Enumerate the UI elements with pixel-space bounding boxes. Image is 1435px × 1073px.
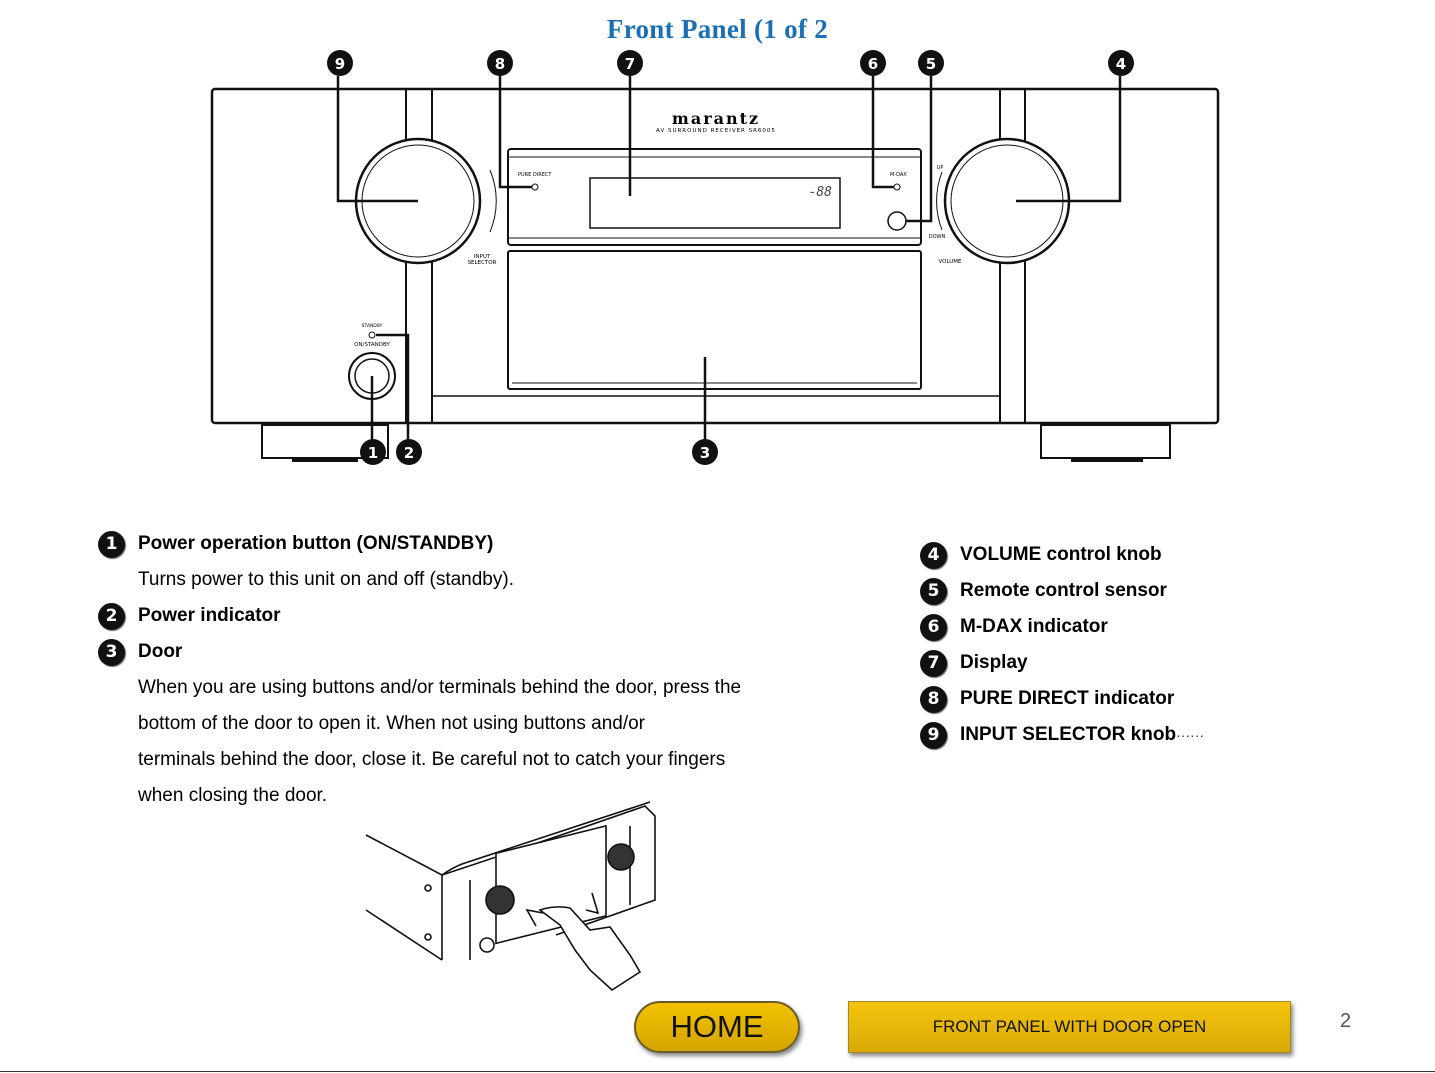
svg-text:3: 3	[700, 444, 710, 462]
right-foot	[1040, 424, 1171, 459]
legend-label: Door	[138, 641, 183, 662]
legend-label: M-DAX indicator	[960, 616, 1108, 637]
svg-text:1: 1	[368, 444, 378, 462]
svg-text:M-DAX: M-DAX	[890, 172, 907, 178]
svg-text:2: 2	[404, 444, 414, 462]
model-line: AV SURROUND RECEIVER SR6005	[656, 128, 776, 134]
svg-text:7: 7	[625, 55, 635, 73]
brand-logo: marantz	[672, 109, 760, 128]
callout-1: 1	[360, 439, 386, 465]
legend-desc: when closing the door.	[138, 785, 328, 806]
legend-item-5: 5 Remote control sensor	[920, 573, 1400, 609]
svg-text:VOLUME: VOLUME	[938, 259, 962, 265]
legend-item-4: 4 VOLUME control knob	[920, 537, 1400, 573]
legend-right: 4 VOLUME control knob 5 Remote control s…	[920, 537, 1400, 753]
svg-text:INPUT: INPUT	[474, 254, 491, 260]
legend-item-9: 9 INPUT SELECTOR knob······	[920, 717, 1400, 753]
badge-6: 6	[920, 613, 947, 641]
legend-item-1: 1 Power operation button (ON/STANDBY)	[98, 526, 818, 562]
mdax-led	[893, 183, 901, 191]
page-number: 2	[1340, 1010, 1352, 1032]
front-panel-diagram: marantz AV SURROUND RECEIVER SR6005 -88 …	[210, 50, 1220, 992]
page-title: Front Panel (1 of 2	[606, 14, 829, 44]
svg-text:UP: UP	[937, 165, 944, 171]
callout-8: 8	[487, 50, 513, 76]
legend-desc: terminals behind the door, close it. Be …	[138, 749, 726, 770]
svg-text:6: 6	[868, 55, 878, 73]
display-readout: -88	[809, 185, 833, 200]
legend-label: Remote control sensor	[960, 580, 1167, 601]
legend-desc: Turns power to this unit on and off (sta…	[138, 569, 514, 590]
legend-item-2: 2 Power indicator	[98, 598, 818, 634]
legend-label: Display	[960, 652, 1028, 673]
legend-label: Power operation button (ON/STANDBY)	[138, 533, 494, 554]
badge-2: 2	[98, 602, 125, 630]
legend-left: 1 Power operation button (ON/STANDBY) Tu…	[98, 526, 818, 814]
door-opening-illustration	[365, 801, 656, 992]
callout-5: 5	[918, 50, 944, 76]
callout-3: 3	[692, 439, 718, 465]
legend-label: INPUT SELECTOR knob······	[960, 724, 1205, 745]
home-button[interactable]: HOME	[634, 1001, 800, 1053]
svg-text:ON/STANDBY: ON/STANDBY	[354, 342, 390, 348]
legend-desc: bottom of the door to open it. When not …	[138, 713, 645, 734]
svg-text:SELECTOR: SELECTOR	[468, 260, 497, 266]
legend-item-7: 7 Display	[920, 645, 1400, 681]
badge-7: 7	[920, 649, 947, 677]
badge-3: 3	[98, 638, 125, 666]
legend-item-3: 3 Door	[98, 634, 818, 670]
bottom-divider	[0, 1071, 1435, 1072]
front-panel-door-open-button[interactable]: FRONT PANEL WITH DOOR OPEN	[848, 1001, 1291, 1053]
power-indicator-led	[368, 331, 376, 339]
callout-2: 2	[396, 439, 422, 465]
legend-label: PURE DIRECT indicator	[960, 688, 1175, 709]
badge-1: 1	[98, 530, 125, 558]
badge-5: 5	[920, 577, 947, 605]
svg-text:9: 9	[335, 55, 345, 73]
callout-6: 6	[860, 50, 886, 76]
svg-text:5: 5	[926, 55, 936, 73]
remote-sensor	[887, 211, 907, 231]
callout-7: 7	[617, 50, 643, 76]
legend-desc: When you are using buttons and/or termin…	[138, 677, 742, 698]
legend-label: Power indicator	[138, 605, 281, 626]
display-window	[589, 177, 841, 229]
callout-9: 9	[327, 50, 353, 76]
callout-4: 4	[1108, 50, 1134, 76]
legend-item-6: 6 M-DAX indicator	[920, 609, 1400, 645]
legend-label: VOLUME control knob	[960, 544, 1162, 565]
svg-text:8: 8	[495, 55, 505, 73]
svg-text:PURE DIRECT: PURE DIRECT	[518, 172, 552, 178]
svg-text:4: 4	[1116, 55, 1126, 73]
legend-item-8: 8 PURE DIRECT indicator	[920, 681, 1400, 717]
door	[507, 250, 922, 390]
pure-direct-led	[531, 183, 539, 191]
badge-9: 9	[920, 721, 947, 749]
svg-text:STANDBY: STANDBY	[362, 323, 383, 329]
badge-4: 4	[920, 541, 947, 569]
svg-text:DOWN: DOWN	[929, 234, 946, 240]
badge-8: 8	[920, 685, 947, 713]
leader-dots: ······	[1176, 727, 1205, 743]
